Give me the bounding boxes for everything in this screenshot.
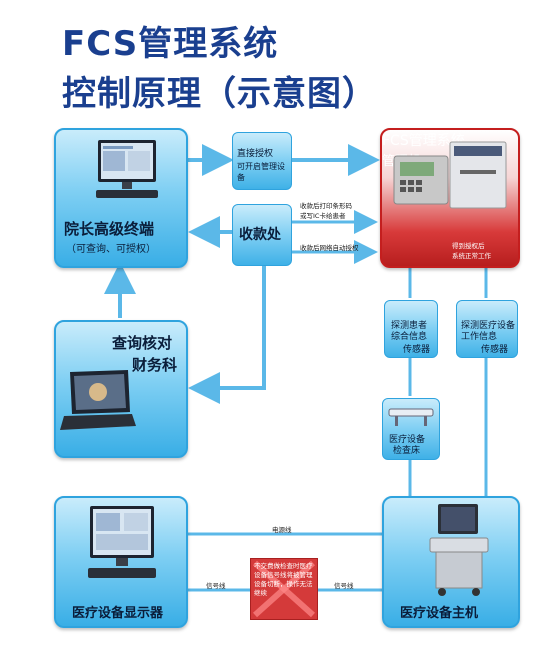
pay-print-label-1: 收款后打印条形码: [300, 202, 352, 210]
patient-sensor-line1: 探测患者: [391, 321, 428, 331]
device-display-label: 医疗设备显示器: [72, 606, 164, 621]
dean-terminal-title: 院长高级终端: [64, 220, 155, 238]
fcs-machine-node: FCS管理系统 管理机 得到授权后 系统正常工作: [380, 128, 520, 268]
fcs-machine-title: FCS管理系统: [382, 133, 465, 149]
diagram-subtitle: 控制原理（示意图）: [62, 74, 377, 114]
device-sensor-line2: 工作信息: [461, 332, 498, 342]
diagram-title: FCS管理系统: [62, 24, 279, 64]
fcs-device-icon: [393, 141, 507, 209]
fcs-note-2: 系统正常工作: [452, 252, 491, 260]
patient-sensor-line3: 传感器: [403, 345, 431, 355]
fcs-note-1: 得到授权后: [452, 242, 485, 250]
finance-subtitle: 财务科: [132, 356, 178, 374]
dean-terminal-subtitle: （可查询、可授权）: [66, 244, 156, 255]
exam-bed-icon: [388, 408, 434, 426]
cashier-label: 收款处: [239, 227, 281, 243]
cross-x-icon: [252, 560, 316, 618]
blocked-notice-text: 不交费做检查时医疗设备信号线将被管理设备切断，操作无法继续: [254, 562, 313, 597]
direct-auth-line1: 直接授权: [237, 149, 274, 159]
arrow-cashier-to-finance: [188, 266, 266, 404]
exam-bed-line1: 医疗设备: [389, 435, 426, 445]
blocked-notice-box: 不交费做检查时医疗设备信号线将被管理设备切断，操作无法继续: [250, 558, 318, 620]
ultrasound-machine-icon: [429, 504, 489, 596]
direct-auth-line2: 可开启管理设备: [237, 162, 285, 182]
cashier-node: 收款处: [232, 204, 292, 266]
device-sensor-line3: 传感器: [481, 345, 509, 355]
dean-terminal-node: 院长高级终端 （可查询、可授权）: [54, 128, 188, 268]
desktop-monitor-icon: [96, 140, 158, 198]
pay-auth-label: 收款后网络自动授权: [300, 244, 359, 252]
finance-node: 查询核对 财务科: [54, 320, 188, 458]
exam-bed-node: 医疗设备 检查床: [382, 398, 440, 460]
power-line-label: 电源线: [272, 526, 292, 534]
device-host-label: 医疗设备主机: [400, 606, 479, 621]
signal-line-left-label: 信号线: [206, 582, 226, 590]
exam-bed-line2: 检查床: [393, 446, 421, 456]
device-display-node: 医疗设备显示器: [54, 496, 188, 628]
patient-sensor-node: 探测患者 综合信息 传感器: [384, 300, 438, 358]
device-sensor-line1: 探测医疗设备: [461, 321, 516, 331]
finance-title: 查询核对: [112, 334, 173, 352]
direct-auth-node: 直接授权 可开启管理设备: [232, 132, 292, 190]
device-display-monitor-icon: [88, 506, 156, 578]
pay-print-label-2: 或写IC卡给患者: [300, 212, 346, 220]
patient-sensor-line2: 综合信息: [391, 332, 428, 342]
device-host-node: 医疗设备主机: [382, 496, 520, 628]
signal-line-right-label: 信号线: [334, 582, 354, 590]
device-sensor-node: 探测医疗设备 工作信息 传感器: [456, 300, 518, 358]
laptop-icon: [60, 370, 136, 430]
